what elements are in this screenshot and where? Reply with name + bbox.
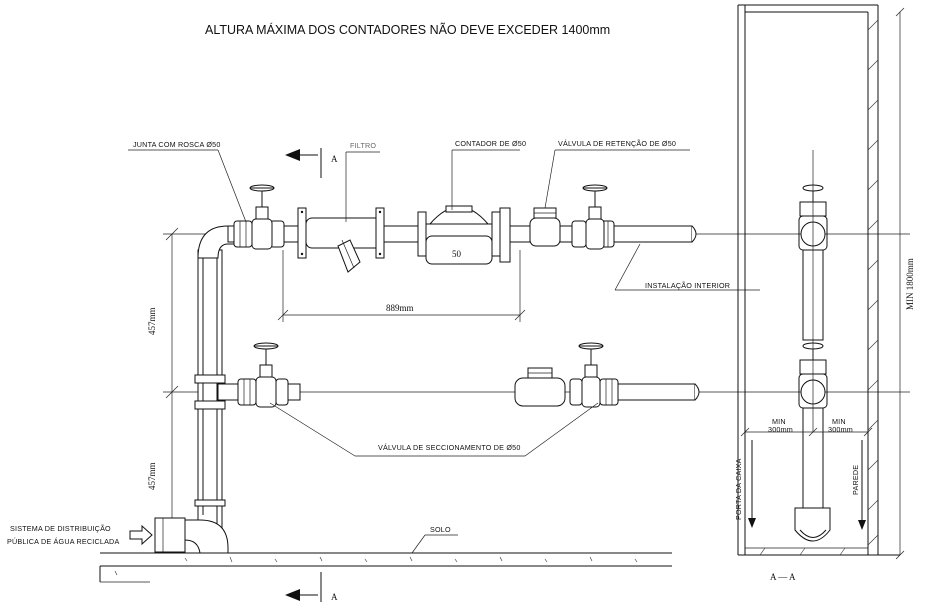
strainer-filter: [297, 207, 385, 273]
min-left-b: 300mm: [768, 425, 793, 434]
water-meter: [417, 205, 511, 265]
ground-slab: [99, 552, 672, 583]
inlet-pipe: [154, 517, 229, 554]
inlet-arrow: [129, 524, 153, 546]
section-dimension-lines: [740, 7, 905, 560]
section-box: [737, 4, 900, 556]
contador-label: CONTADOR DE Ø50: [455, 139, 526, 148]
gate-valve-lower-left: [253, 342, 279, 408]
dimension-889: [277, 250, 526, 322]
leader-lines-upper: [128, 149, 760, 291]
cut-label-top: A: [331, 154, 338, 164]
filtro-label: FILTRO: [350, 141, 376, 150]
min-right-a: MIN: [832, 417, 846, 426]
gate-valve-upper-right: [582, 184, 608, 250]
min-left-a: MIN: [772, 417, 786, 426]
drawing-title: ALTURA MÁXIMA DOS CONTADORES NÃO DEVE EX…: [205, 22, 610, 37]
height-457-lower: 457mm: [147, 462, 157, 490]
sistema-label-line2: PÚBLICA DE ÁGUA RECICLADA: [7, 537, 119, 546]
vertical-dimension-lines: [165, 227, 179, 554]
porta-arrow: [748, 440, 756, 528]
section-title: A — A: [770, 572, 796, 582]
valvula-seccionamento-label: VÁLVULA DE SECCIONAMENTO DE Ø50: [378, 443, 521, 452]
valvula-retencao-label: VÁLVULA DE RETENÇÃO DE Ø50: [558, 139, 676, 148]
threaded-joints-upper: [233, 220, 615, 248]
cut-label-bottom: A: [331, 592, 338, 602]
gate-valve-upper-left: [249, 184, 275, 250]
length-889: 889mm: [386, 303, 414, 313]
threaded-joints-lower: [237, 378, 619, 406]
check-valve-upper: [529, 207, 561, 247]
cut-marker-bottom: [285, 572, 322, 602]
meter-number: 50: [452, 249, 462, 259]
min-1800: MIN 1800mm: [905, 258, 915, 310]
height-457-upper: 457mm: [147, 307, 157, 335]
sistema-label-line1: SISTEMA DE DISTRIBUIÇÃO: [10, 524, 111, 533]
pipe-strainer-to-meter: [383, 225, 419, 243]
instalacao-interior-label: INSTALAÇÃO INTERIOR: [645, 281, 730, 290]
solo-leader-arrow: [411, 534, 426, 554]
min-right-b: 300mm: [828, 425, 853, 434]
leader-lines-seccionamento: [269, 402, 599, 457]
solo-label: SOLO: [430, 525, 451, 534]
parede-arrow: [858, 440, 866, 530]
junta-label: JUNTA COM ROSCA Ø50: [133, 140, 221, 149]
gate-valve-lower-right: [578, 342, 604, 408]
check-valve-lower: [514, 367, 566, 407]
cut-marker-top: [285, 148, 322, 178]
porta-da-caixa-label: PORTA DA CAIXA: [734, 458, 743, 520]
parede-label: PAREDE: [851, 465, 860, 495]
